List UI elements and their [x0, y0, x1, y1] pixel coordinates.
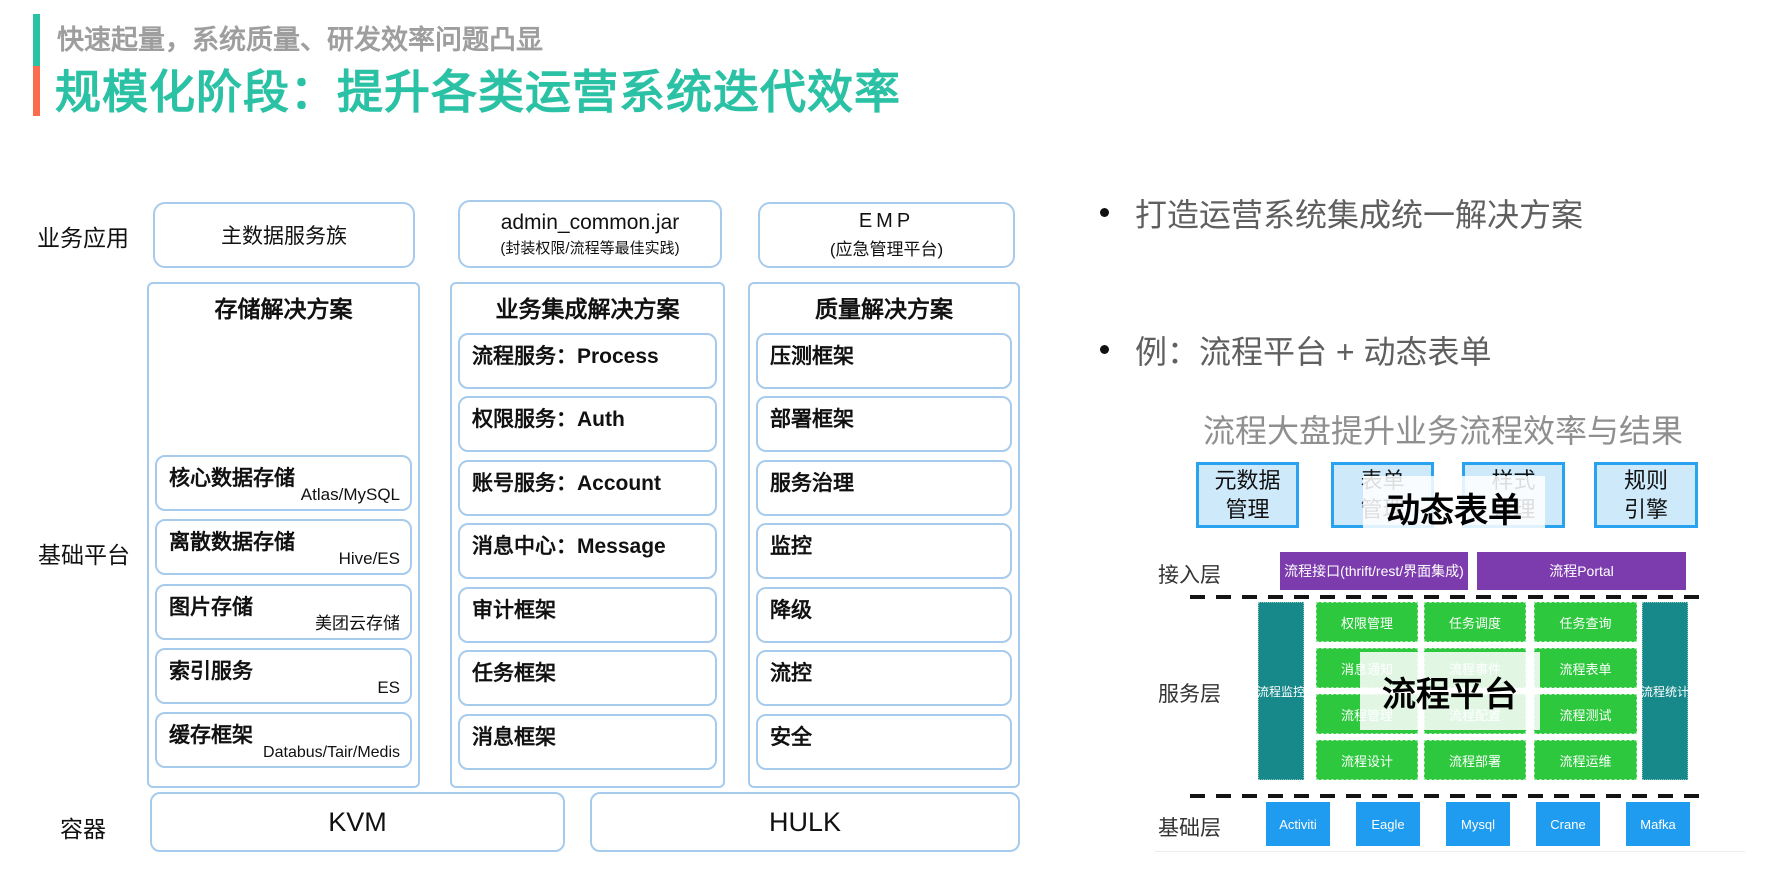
storage-header: 存储解决方案 — [214, 296, 353, 322]
service-cell: 流程部署 — [1424, 740, 1526, 780]
mini-diagram-caption: 流程大盘提升业务流程效率与结果 — [1203, 413, 1684, 449]
quality-header: 质量解决方案 — [815, 296, 953, 322]
quality-item: 监控 — [756, 523, 1012, 579]
integration-item-title: 账号服务：Account — [472, 472, 661, 495]
storage-item-title: 离散数据存储 — [169, 531, 295, 554]
integration-item: 审计框架 — [458, 587, 717, 643]
bullet-item: 例：流程平台 + 动态表单 — [1135, 334, 1492, 370]
service-cell: 权限管理 — [1316, 602, 1418, 642]
layer-label-service: 服务层 — [1158, 683, 1221, 706]
storage-item: 索引服务 ES — [155, 648, 412, 704]
storage-item-tech: 美团云存储 — [315, 614, 400, 633]
service-cell: 流程表单 — [1534, 648, 1637, 688]
quality-item-title: 降级 — [770, 599, 812, 622]
app-box-master-data: 主数据服务族 — [153, 202, 415, 268]
bullet-dot — [1100, 208, 1109, 217]
service-cell: 任务查询 — [1534, 602, 1637, 642]
storage-item-title: 图片存储 — [169, 596, 253, 619]
integration-item: 消息框架 — [458, 714, 717, 770]
mini-box-metadata: 元数据 管理 — [1196, 462, 1299, 528]
integration-item: 权限服务：Auth — [458, 396, 717, 452]
layer-label-base: 基础层 — [1158, 817, 1221, 840]
app-box-subtitle: (应急管理平台) — [829, 240, 944, 259]
app-box-title: admin_common.jar — [500, 210, 680, 234]
quality-item: 压测框架 — [756, 333, 1012, 389]
mini-box-line2: 引擎 — [1623, 497, 1668, 522]
bullet-dot — [1100, 345, 1109, 354]
access-box-portal: 流程Portal — [1477, 552, 1686, 590]
service-cell: 任务调度 — [1424, 602, 1526, 642]
integration-item-title: 流程服务：Process — [472, 345, 659, 368]
layer-divider-dashed — [1190, 595, 1705, 599]
storage-item-title: 缓存框架 — [169, 724, 253, 747]
quality-item-title: 服务治理 — [770, 472, 854, 495]
service-cell: 流程测试 — [1534, 694, 1637, 734]
row-label-container: 容器 — [60, 816, 106, 842]
layer-label-access: 接入层 — [1158, 564, 1221, 587]
mini-box-line1: 规则 — [1623, 468, 1668, 493]
page-title: 规模化阶段：提升各类运营系统迭代效率 — [55, 66, 901, 118]
integration-item-title: 消息中心：Message — [472, 535, 666, 558]
app-box-title: EMP — [858, 210, 915, 232]
quality-item: 部署框架 — [756, 396, 1012, 452]
slide-subtitle: 快速起量，系统质量、研发效率问题凸显 — [57, 25, 543, 55]
mini-box-rules: 规则 引擎 — [1594, 462, 1698, 528]
accent-bar-teal — [33, 14, 40, 66]
base-box-activiti: Activiti — [1266, 802, 1330, 846]
bottom-divider — [1155, 851, 1745, 852]
integration-item-title: 权限服务：Auth — [472, 408, 625, 431]
integration-item: 任务框架 — [458, 650, 717, 706]
base-box-eagle: Eagle — [1356, 802, 1420, 846]
mini-box-line1: 元数据 — [1214, 468, 1281, 493]
layer-divider-dashed — [1190, 794, 1705, 798]
app-box-subtitle: (封装权限/流程等最佳实践) — [500, 239, 680, 257]
integration-item: 流程服务：Process — [458, 333, 717, 389]
app-box-title: 主数据服务族 — [221, 225, 347, 248]
integration-item: 消息中心：Message — [458, 523, 717, 579]
quality-item-title: 监控 — [770, 535, 812, 558]
access-box-interface: 流程接口(thrift/rest/界面集成) — [1280, 552, 1468, 590]
quality-item: 降级 — [756, 587, 1012, 643]
quality-item-title: 安全 — [770, 726, 812, 749]
row-label-apps: 业务应用 — [37, 225, 129, 251]
storage-item-tech: ES — [377, 678, 400, 697]
quality-item: 服务治理 — [756, 460, 1012, 516]
storage-item-tech: Hive/ES — [338, 549, 400, 568]
mini-box-line2: 管理 — [1225, 497, 1270, 522]
container-box-kvm: KVM — [150, 792, 565, 852]
storage-item: 图片存储 美团云存储 — [155, 584, 412, 640]
storage-item-tech: Databus/Tair/Medis — [263, 744, 400, 761]
integration-item-title: 审计框架 — [472, 599, 556, 622]
quality-item: 流控 — [756, 650, 1012, 706]
quality-item-title: 压测框架 — [770, 345, 854, 368]
integration-item-title: 任务框架 — [472, 662, 556, 685]
storage-item: 离散数据存储 Hive/ES — [155, 519, 412, 575]
app-box-admin-common: admin_common.jar (封装权限/流程等最佳实践) — [458, 200, 722, 268]
quality-item-title: 流控 — [770, 662, 812, 685]
service-bar-monitor: 流程监控 — [1257, 602, 1305, 780]
base-box-crane: Crane — [1536, 802, 1600, 846]
process-platform-overlay: 流程平台 — [1360, 652, 1540, 730]
base-box-mysql: Mysql — [1446, 802, 1510, 846]
bullet-item: 打造运营系统集成统一解决方案 — [1135, 197, 1584, 233]
storage-item-title: 核心数据存储 — [169, 467, 295, 490]
container-box-hulk: HULK — [590, 792, 1020, 852]
accent-bar-orange — [33, 66, 40, 116]
storage-item-tech: Atlas/MySQL — [300, 485, 400, 504]
service-cell: 流程设计 — [1316, 740, 1418, 780]
integration-item-title: 消息框架 — [472, 726, 556, 749]
quality-item-title: 部署框架 — [770, 408, 854, 431]
service-cell: 流程运维 — [1534, 740, 1637, 780]
row-label-platform: 基础平台 — [38, 542, 130, 568]
base-box-mafka: Mafka — [1626, 802, 1690, 846]
integration-header: 业务集成解决方案 — [495, 296, 680, 322]
integration-item: 账号服务：Account — [458, 460, 717, 516]
storage-item: 核心数据存储 Atlas/MySQL — [155, 455, 412, 511]
storage-item: 缓存框架 Databus/Tair/Medis — [155, 712, 412, 768]
app-box-emp: EMP (应急管理平台) — [758, 202, 1015, 268]
service-bar-stats: 流程统计 — [1641, 602, 1689, 780]
quality-item: 安全 — [756, 714, 1012, 770]
storage-item-title: 索引服务 — [169, 660, 253, 683]
dynamic-form-overlay: 动态表单 — [1363, 476, 1545, 538]
